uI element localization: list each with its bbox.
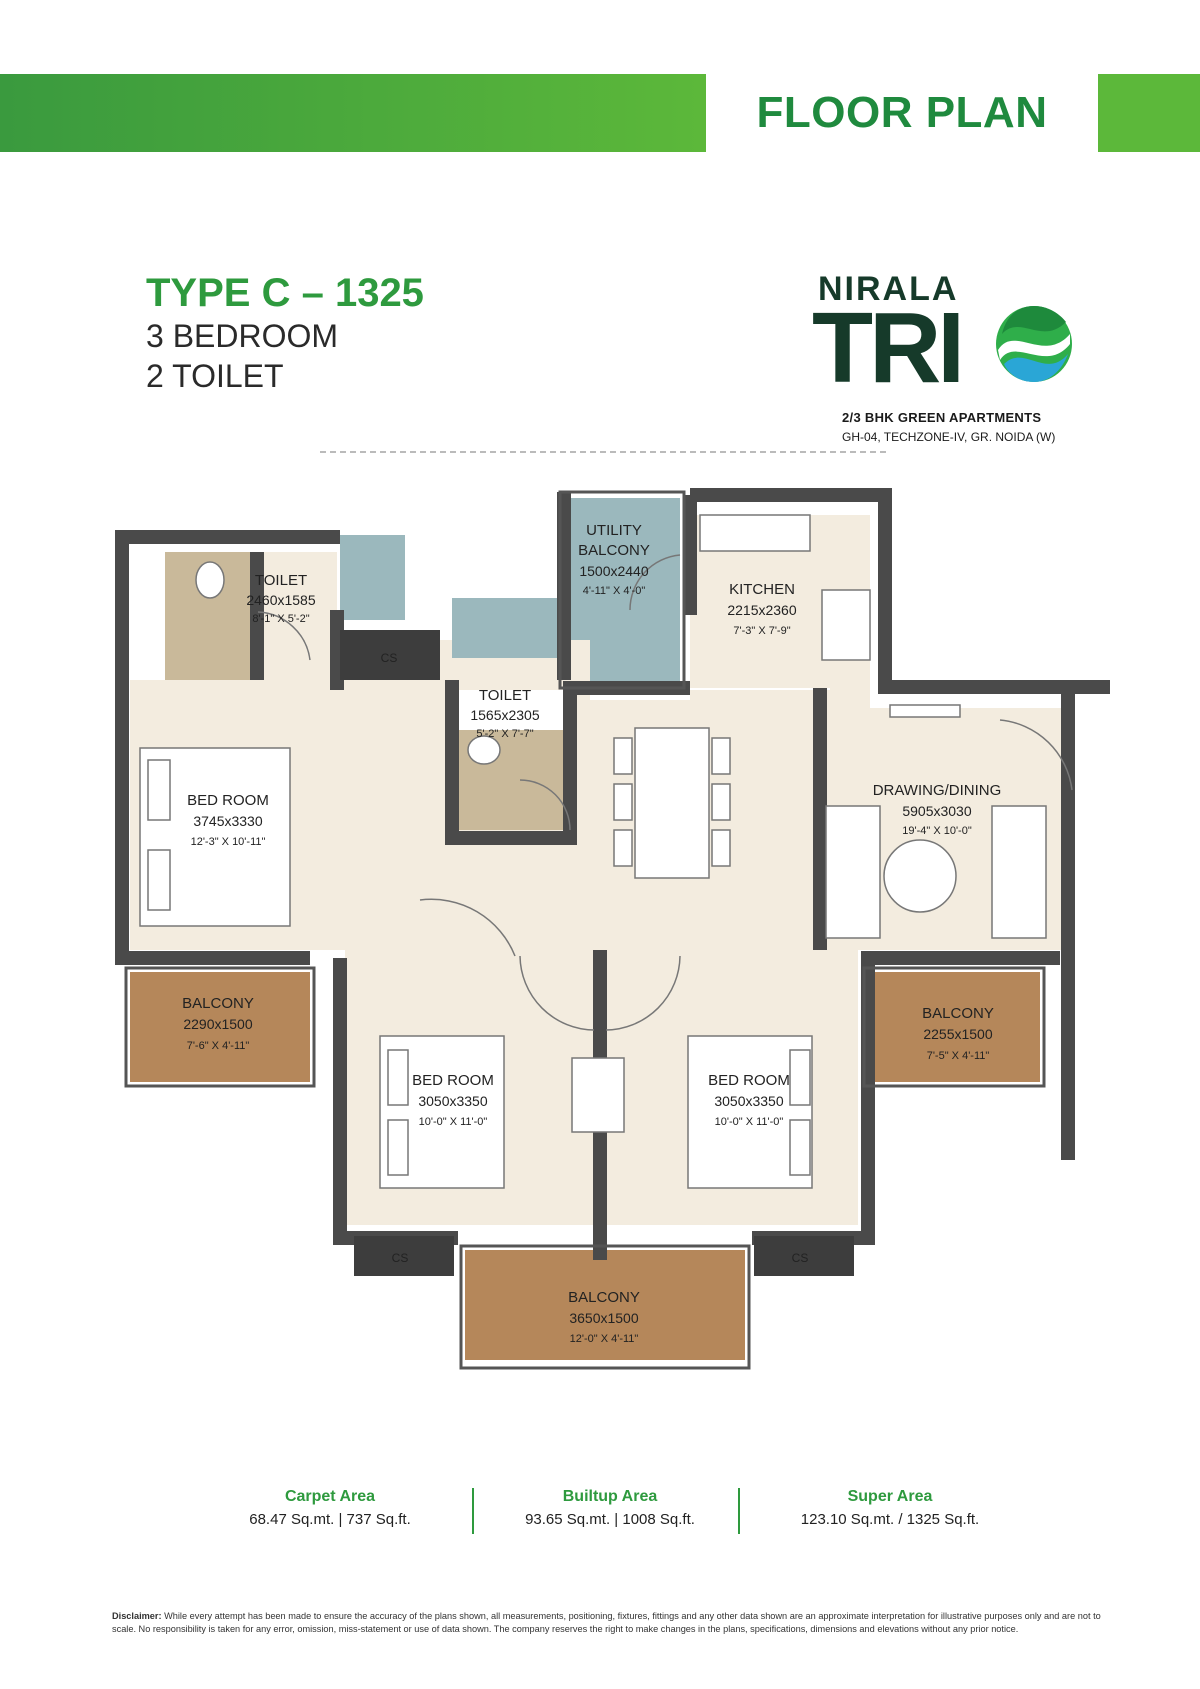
svg-text:BED ROOM: BED ROOM <box>708 1072 790 1089</box>
disclaimer-text: While every attempt has been made to ens… <box>112 1611 1101 1634</box>
cs-labels: CS CS CS <box>381 651 809 1265</box>
svg-text:DRAWING/DINING: DRAWING/DINING <box>873 782 1002 799</box>
room-label-kitchen: KITCHEN 2215x2360 7'-3" X 7'-9" <box>727 581 797 637</box>
area-summary: Carpet Area 68.47 Sq.mt. | 737 Sq.ft. Bu… <box>190 1486 1030 1534</box>
carpet-area-value: 68.47 Sq.mt. | 737 Sq.ft. <box>249 1511 411 1528</box>
disclaimer-label: Disclaimer: <box>112 1611 162 1621</box>
svg-text:BED ROOM: BED ROOM <box>187 792 269 809</box>
svg-text:19'-4" X 10'-0": 19'-4" X 10'-0" <box>902 825 972 837</box>
svg-text:TOILET: TOILET <box>255 572 307 589</box>
svg-text:2460x1585: 2460x1585 <box>246 592 316 608</box>
brand-tagline: 2/3 BHK GREEN APARTMENTS <box>842 410 1042 425</box>
svg-text:CS: CS <box>392 1251 409 1265</box>
room-label-balcony-3: BALCONY 3650x1500 12'-0" X 4'-11" <box>568 1289 640 1345</box>
globe-leaf-icon <box>996 306 1072 382</box>
area-divider-2 <box>738 1488 740 1534</box>
unit-bedrooms: 3 BEDROOM <box>146 318 339 354</box>
svg-text:2290x1500: 2290x1500 <box>183 1016 253 1032</box>
area-divider-1 <box>472 1488 474 1534</box>
page-title: FLOOR PLAN <box>756 88 1048 137</box>
super-area-label: Super Area <box>847 1488 933 1505</box>
furniture <box>139 514 1047 1189</box>
brand-logo: NIRALA TRI 2/3 BHK GREEN APARTMENTS GH-0… <box>812 270 1072 460</box>
room-label-toilet-2: TOILET 1565x2305 5'-2" X 7'-7" <box>470 687 540 740</box>
room-label-toilet-1: TOILET 2460x1585 8'-1" X 5'-2" <box>246 572 316 625</box>
super-area-value: 123.10 Sq.mt. / 1325 Sq.ft. <box>800 1511 980 1528</box>
svg-text:7'-3" X 7'-9": 7'-3" X 7'-9" <box>733 625 790 637</box>
carpet-area: Carpet Area 68.47 Sq.mt. | 737 Sq.ft. <box>190 1486 470 1534</box>
svg-text:5'-2" X 7'-7": 5'-2" X 7'-7" <box>476 728 533 740</box>
room-label-drawing-dining: DRAWING/DINING 5905x3030 19'-4" X 10'-0" <box>873 782 1002 837</box>
super-area: Super Area 123.10 Sq.mt. / 1325 Sq.ft. <box>750 1486 1030 1534</box>
carpet-area-label: Carpet Area <box>284 1488 376 1505</box>
svg-text:2215x2360: 2215x2360 <box>727 602 797 618</box>
svg-text:3050x3350: 3050x3350 <box>714 1093 784 1109</box>
svg-text:2255x1500: 2255x1500 <box>923 1026 993 1042</box>
svg-text:7'-6" X 4'-11": 7'-6" X 4'-11" <box>187 1040 250 1052</box>
balcony-3-floor <box>465 1250 745 1360</box>
room-label-balcony-2: BALCONY 2255x1500 7'-5" X 4'-11" <box>922 1005 994 1062</box>
header-banner-right <box>1098 74 1200 152</box>
svg-text:CS: CS <box>792 1251 809 1265</box>
svg-text:CS: CS <box>381 651 398 665</box>
balcony-railings <box>124 490 1046 1370</box>
svg-text:3050x3350: 3050x3350 <box>418 1093 488 1109</box>
svg-text:3745x3330: 3745x3330 <box>193 813 263 829</box>
svg-text:12'-0" X 4'-11": 12'-0" X 4'-11" <box>570 1333 639 1345</box>
svg-text:10'-0" X 11'-0": 10'-0" X 11'-0" <box>419 1116 488 1128</box>
room-label-balcony-1: BALCONY 2290x1500 7'-6" X 4'-11" <box>182 995 254 1052</box>
svg-text:BALCONY: BALCONY <box>578 542 650 559</box>
svg-text:3650x1500: 3650x1500 <box>569 1310 639 1326</box>
svg-text:1500x2440: 1500x2440 <box>579 563 649 579</box>
svg-text:5905x3030: 5905x3030 <box>902 803 972 819</box>
balcony-1-floor <box>130 972 310 1082</box>
brand-name-main: TRI <box>812 292 965 404</box>
svg-text:BED ROOM: BED ROOM <box>412 1072 494 1089</box>
room-label-bedroom-1: BED ROOM 3745x3330 12'-3" X 10'-11" <box>187 792 269 848</box>
disclaimer: Disclaimer: While every attempt has been… <box>112 1610 1102 1636</box>
brand-name-top: NIRALA <box>818 270 959 308</box>
svg-text:BALCONY: BALCONY <box>568 1289 640 1306</box>
svg-text:BALCONY: BALCONY <box>922 1005 994 1022</box>
floor-plan: CS CS CS TOILET 2460x1585 8'-1" X 5'-2" … <box>115 451 1110 1370</box>
builtup-area-value: 93.65 Sq.mt. | 1008 Sq.ft. <box>525 1511 695 1528</box>
unit-type: TYPE C – 1325 <box>146 271 424 315</box>
builtup-area-label: Builtup Area <box>562 1488 658 1505</box>
room-label-bedroom-2: BED ROOM 3050x3350 10'-0" X 11'-0" <box>412 1072 494 1128</box>
header-banner-left <box>0 74 706 152</box>
room-label-bedroom-3: BED ROOM 3050x3350 10'-0" X 11'-0" <box>708 1072 790 1128</box>
svg-text:UTILITY: UTILITY <box>586 522 642 539</box>
unit-info: TYPE C – 1325 3 BEDROOM 2 TOILET <box>146 270 424 396</box>
svg-text:1565x2305: 1565x2305 <box>470 707 540 723</box>
builtup-area: Builtup Area 93.65 Sq.mt. | 1008 Sq.ft. <box>470 1486 750 1534</box>
svg-text:KITCHEN: KITCHEN <box>729 581 795 598</box>
svg-text:TOILET: TOILET <box>479 687 531 704</box>
unit-toilets: 2 TOILET <box>146 358 284 394</box>
svg-text:7'-5" X 4'-11": 7'-5" X 4'-11" <box>927 1050 990 1062</box>
cs-shafts <box>340 630 854 1276</box>
svg-text:12'-3" X 10'-11": 12'-3" X 10'-11" <box>191 836 266 848</box>
svg-text:10'-0" X 11'-0": 10'-0" X 11'-0" <box>715 1116 784 1128</box>
svg-text:8'-1" X 5'-2": 8'-1" X 5'-2" <box>252 613 309 625</box>
brand-address: GH-04, TECHZONE-IV, GR. NOIDA (W) <box>842 430 1056 444</box>
room-label-utility-balcony: UTILITY BALCONY 1500x2440 4'-11" X 4'-0" <box>578 522 650 597</box>
doors <box>257 554 1073 1031</box>
svg-text:4'-11" X 4'-0": 4'-11" X 4'-0" <box>583 585 646 597</box>
balcony-2-floor <box>868 972 1040 1082</box>
svg-text:BALCONY: BALCONY <box>182 995 254 1012</box>
